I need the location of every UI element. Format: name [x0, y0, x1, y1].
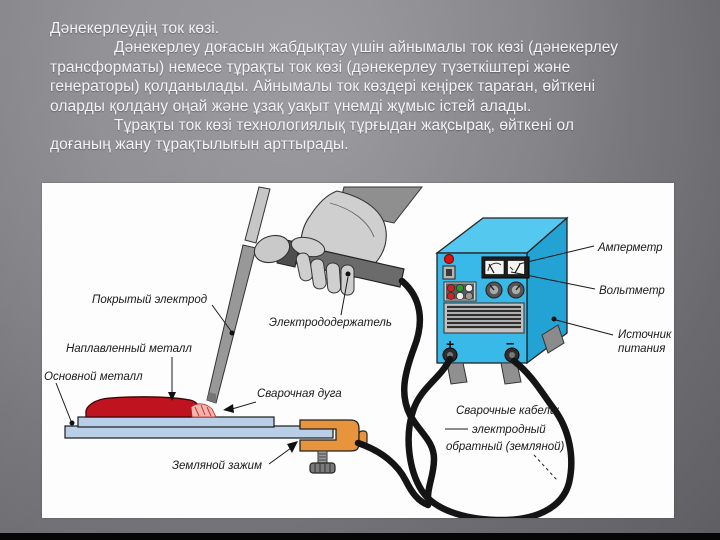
electrode-bare-end — [244, 186, 271, 244]
leader-dot — [551, 316, 557, 322]
button-green — [456, 284, 464, 292]
ammeter-scale — [487, 262, 502, 272]
minus-terminal-label: – — [506, 335, 514, 352]
knob-pointer — [515, 284, 521, 291]
leader-dot — [69, 420, 75, 426]
arrowhead — [168, 392, 176, 401]
button-white — [456, 292, 464, 300]
leader-line-dashed — [533, 454, 558, 481]
voltmeter-needle — [514, 263, 521, 274]
ground-clamp — [299, 419, 368, 474]
grille-slats — [447, 305, 521, 329]
annotations: Покрытый электрод Электрододержатель Нап… — [44, 242, 672, 481]
ammeter-needle — [488, 263, 495, 274]
label-ground-clamp: Земляной зажим — [172, 460, 262, 472]
minus-terminal-pin — [509, 352, 515, 358]
power-switch-toggle — [446, 269, 452, 276]
intro-line: Дәнекерлеудің ток көзі. — [50, 20, 220, 37]
label-power-source: питания — [618, 343, 665, 355]
leader-dot — [229, 330, 235, 336]
coated-electrode — [206, 186, 271, 404]
holder-jaw — [253, 234, 291, 264]
arrowhead — [223, 404, 234, 413]
finger — [310, 258, 327, 290]
button-red — [447, 292, 455, 300]
welding-cables — [354, 277, 575, 518]
leader-line — [211, 304, 232, 332]
label-cable-electrode: электродный — [472, 424, 546, 436]
label-power-source: Источник — [618, 329, 672, 341]
power-indicator-light — [443, 253, 455, 265]
label-welding-arc: Сварочная дуга — [257, 388, 342, 400]
label-electrode-holder: Электрододержатель — [269, 317, 392, 329]
hand-and-holder — [253, 186, 424, 296]
deposited-metal — [85, 396, 199, 418]
intro-line: Тұрақты ток көзі технологиялық тұрғыдан … — [114, 117, 574, 135]
leader-line — [510, 271, 596, 290]
workpiece — [64, 396, 334, 439]
machine-foot — [541, 324, 565, 354]
leader-dot — [345, 271, 351, 277]
knob-pointer — [489, 284, 495, 291]
intro-line: трансформаты) немесе тұрақты ток көзі (д… — [50, 58, 571, 76]
leader-line — [268, 447, 292, 465]
welding-diagram-panel: + – Покрытый электрод Электрододержатель… — [42, 183, 674, 518]
screw-threads — [319, 453, 326, 461]
base-metal-upper-plate — [77, 416, 275, 428]
label-coated-electrode: Покрытый электрод — [92, 294, 207, 306]
button-white — [465, 284, 473, 292]
button-red — [447, 284, 455, 292]
arc-streaks — [194, 404, 212, 417]
clamp-cable — [354, 439, 432, 509]
welding-diagram: + – Покрытый электрод Электрододержатель… — [44, 186, 672, 518]
plus-terminal-label: + — [446, 336, 454, 352]
intro-line: Дәнекерлеу доғасын жабдықтау үшін айныма… — [114, 39, 619, 57]
label-base-metal: Основной металл — [44, 371, 143, 383]
intro-line: оларды қолдану оңай және ұзақ уақыт үнем… — [50, 97, 532, 115]
leader-line — [231, 401, 257, 410]
base-metal-lower-plate — [64, 425, 334, 439]
finger — [325, 262, 342, 294]
ammeter-gauge — [484, 260, 505, 275]
electrode-rod — [206, 244, 257, 404]
leader-line — [340, 276, 349, 316]
leader-line — [518, 245, 595, 265]
label-voltmeter: Вольтметр — [599, 285, 665, 297]
electrode-tip — [207, 392, 216, 403]
knob-knurls — [314, 464, 331, 472]
leader-line — [55, 382, 72, 422]
label-cable-return: обратный (земляной) — [446, 441, 565, 453]
machine-foot — [446, 362, 468, 385]
power-source-unit: + – — [435, 216, 569, 385]
clamp-screw-knob — [309, 462, 336, 474]
label-deposited-metal: Наплавленный металл — [66, 343, 192, 355]
leader-line — [555, 319, 614, 336]
arrowhead — [287, 441, 298, 453]
label-ammeter: Амперметр — [597, 242, 663, 254]
glove-crease — [329, 202, 375, 238]
voltmeter-mark — [509, 266, 514, 271]
intro-line: доғаның жану тұрақтылығын арттырады. — [50, 136, 349, 154]
return-cable-loop — [405, 355, 575, 518]
bottom-black-bar — [0, 533, 720, 540]
button-gray — [465, 292, 473, 300]
intro-line: генераторы) қолданылады. Айнымалы ток кө… — [50, 78, 596, 96]
intro-text: Дәнекерлеудің ток көзі. Дәнекерлеу доғас… — [50, 19, 678, 155]
label-cables-title: Сварочные кабели: — [456, 405, 559, 417]
